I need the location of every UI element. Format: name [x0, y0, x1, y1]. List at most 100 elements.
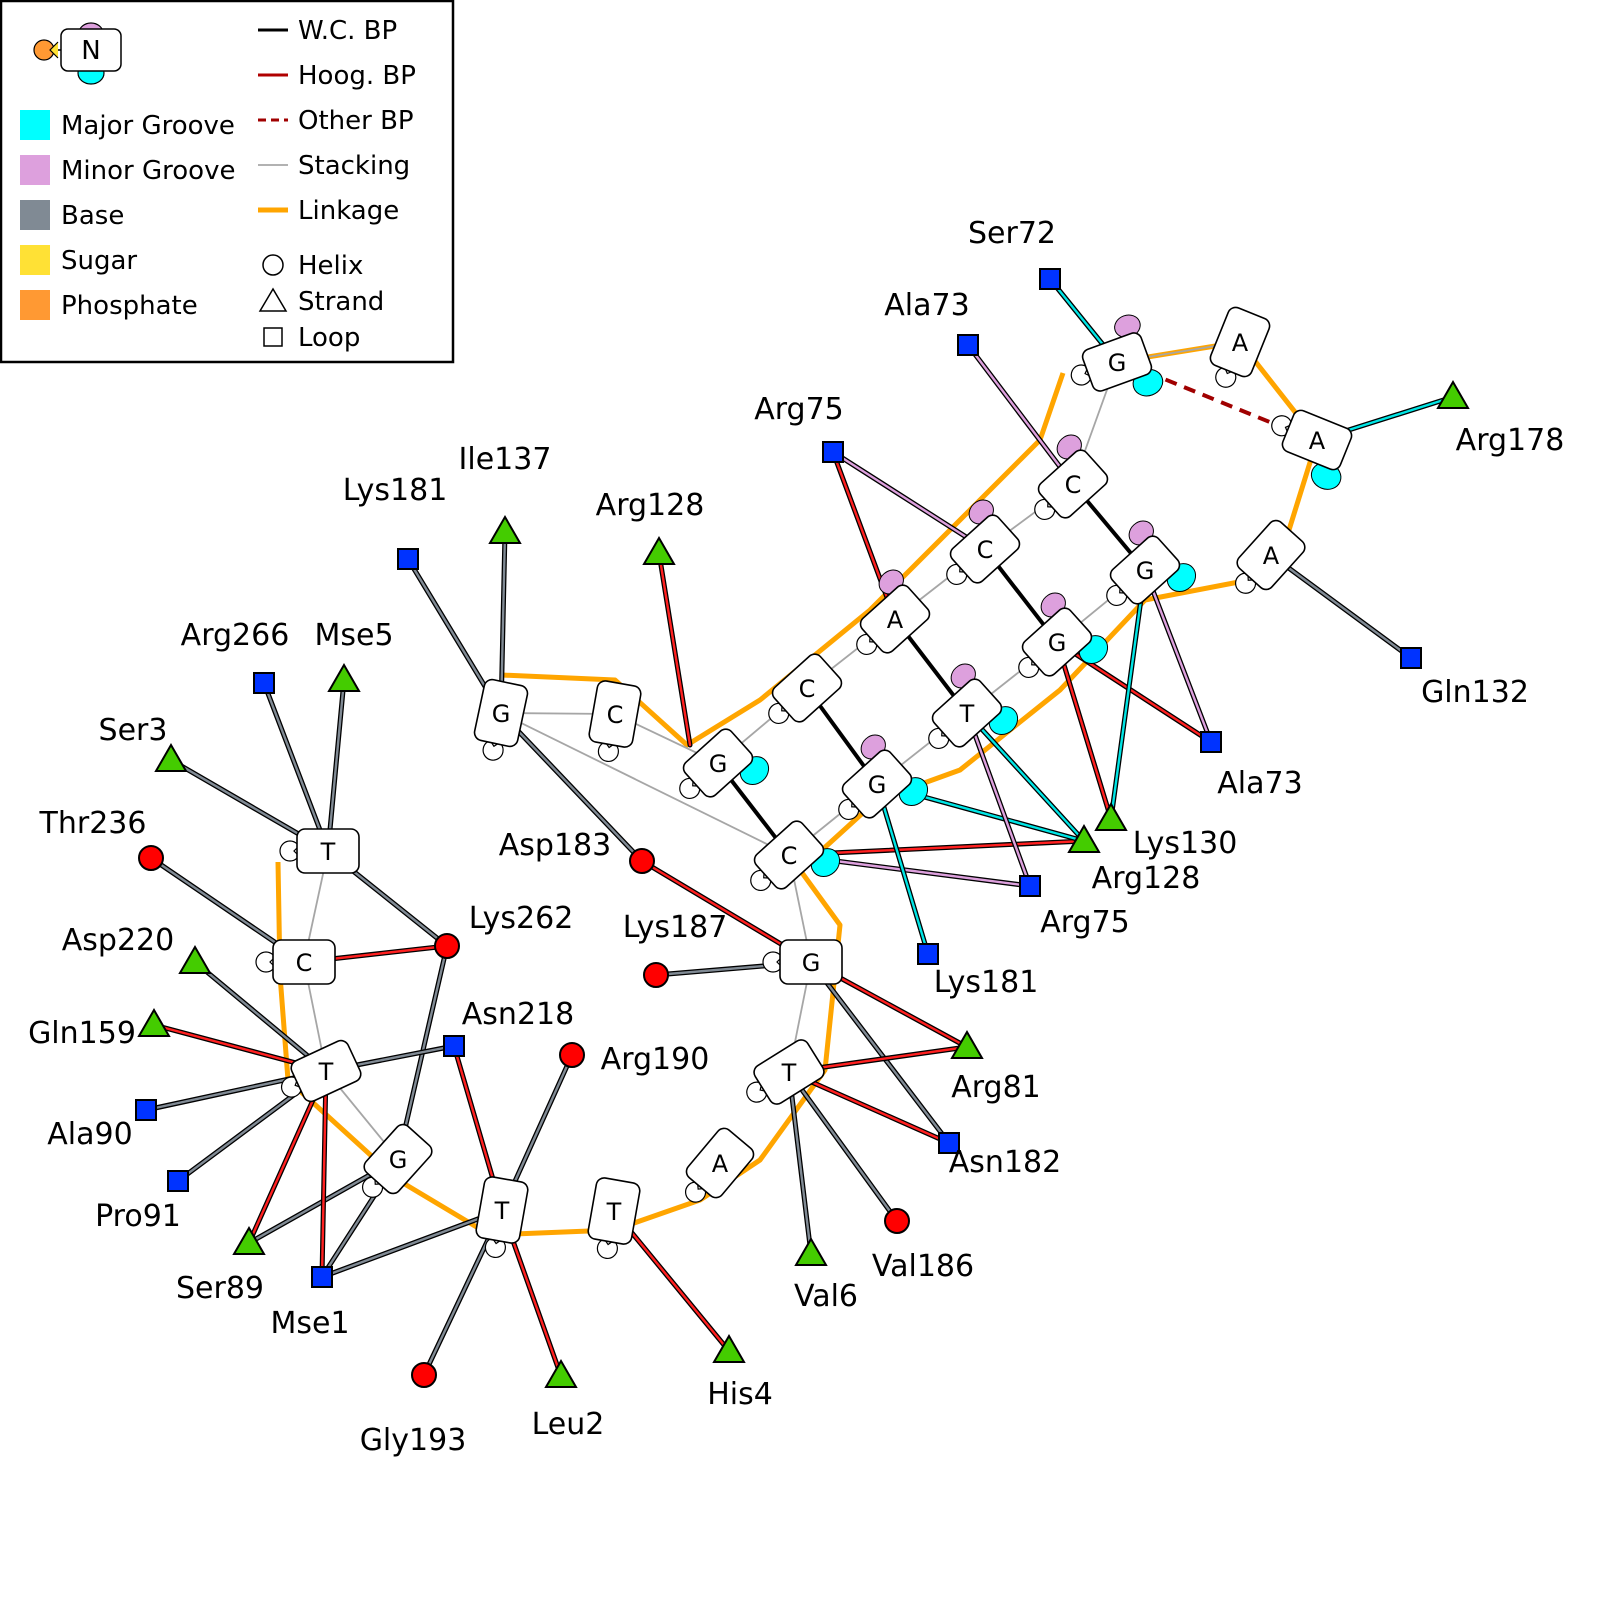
residue-label: Gln159 — [28, 1016, 136, 1051]
base-box — [931, 678, 1003, 748]
legend-strand-shape — [258, 287, 288, 312]
strand-marker — [488, 514, 522, 544]
nucleotide-letter: T — [781, 1059, 797, 1087]
residue-leu2: Leu2 — [532, 1358, 604, 1442]
nucleotide-letter: C — [607, 701, 624, 729]
nucleotide-c: C — [255, 939, 336, 985]
base-box — [949, 514, 1021, 584]
residue-label: Arg81 — [951, 1070, 1041, 1105]
nucleotide-c: C — [946, 499, 1021, 586]
residue-label: Ser72 — [968, 216, 1056, 251]
residue-label: Lys187 — [623, 910, 728, 945]
residue-label: Arg75 — [1040, 905, 1130, 940]
helix-marker — [643, 962, 669, 988]
base-box — [841, 749, 913, 819]
interaction-layer — [143, 276, 1456, 1379]
residue-ala73: Ala73 — [1200, 731, 1303, 801]
residue-label: Ile137 — [459, 442, 552, 477]
residue-label: Arg266 — [181, 618, 290, 653]
base-box — [1236, 519, 1306, 591]
nucleotide-t: T — [280, 1039, 362, 1103]
residue-label: Lys181 — [934, 965, 1039, 1000]
strand-marker — [712, 1333, 746, 1363]
strand-marker — [642, 535, 676, 565]
residue-label: Mse1 — [270, 1306, 349, 1341]
loop-marker — [957, 334, 979, 356]
nucleotide-letter: T — [494, 1197, 510, 1225]
interaction-line — [965, 711, 1032, 888]
residue-label: Ala90 — [47, 1117, 132, 1152]
helix-marker — [434, 933, 460, 959]
residue-lys262: Lys262 — [434, 901, 573, 959]
helix-marker — [411, 1362, 437, 1388]
residue-lys181: Lys181 — [343, 473, 448, 570]
nucleotide-letter: T — [318, 1058, 334, 1086]
helix-marker — [629, 848, 655, 874]
residue-label: His4 — [707, 1377, 773, 1412]
nucleotide-letter: G — [389, 1146, 408, 1174]
loop-marker — [397, 548, 419, 570]
legend-swatch — [20, 155, 50, 185]
base-box — [859, 584, 931, 654]
legend-line-label: Linkage — [298, 196, 399, 226]
residue-label: Lys181 — [343, 473, 448, 508]
interaction-line — [193, 960, 328, 1073]
legend-sugar-chevron — [49, 41, 59, 59]
interaction-line — [787, 1070, 951, 1145]
strand-marker — [232, 1225, 266, 1255]
residue-arg190: Arg190 — [559, 1042, 709, 1077]
nucleotide-letter: T — [320, 838, 336, 866]
base-box — [779, 939, 843, 985]
base-box — [1081, 332, 1153, 392]
residue-thr236: Thr236 — [39, 806, 164, 871]
residue-label: Thr236 — [39, 806, 147, 841]
residue-ile137: Ile137 — [459, 442, 552, 544]
residue-label: Asp220 — [62, 923, 174, 958]
nucleotide-letter: G — [802, 949, 821, 977]
interaction-line — [875, 782, 930, 956]
residue-ser72: Ser72 — [968, 216, 1061, 290]
base-box — [475, 1176, 529, 1244]
nucleotide-letter: C — [781, 842, 798, 870]
other-pair — [1146, 370, 1278, 427]
residue-label: Asn218 — [462, 997, 574, 1032]
nucleotide-t: T — [587, 1177, 641, 1260]
nucleotide-letter: A — [1232, 329, 1249, 357]
residue-lys187: Lys187 — [623, 910, 728, 988]
helix-marker — [138, 845, 164, 871]
loop-marker — [1400, 647, 1422, 669]
residue-mse1: Mse1 — [270, 1266, 350, 1341]
legend-shape-label: Loop — [298, 323, 360, 353]
residue-val6: Val6 — [794, 1236, 858, 1314]
nucleotide-g: G — [762, 939, 843, 985]
loop-marker — [822, 441, 844, 463]
loop-marker — [1019, 875, 1041, 897]
legend-swatch — [20, 245, 50, 275]
base-box — [753, 1039, 825, 1105]
nucleotide-c: C — [750, 820, 841, 892]
nucleotide-letter: C — [1065, 471, 1082, 499]
nucleotide-letter: C — [799, 675, 816, 703]
nucleotide-letter: G — [709, 750, 728, 778]
residue-pro91: Pro91 — [95, 1170, 189, 1234]
residue-arg178: Arg178 — [1436, 379, 1564, 458]
nucleotide-letter: C — [296, 949, 313, 977]
residue-ala73: Ala73 — [884, 288, 979, 356]
legend-color-label: Base — [61, 201, 124, 231]
interaction-line — [326, 678, 346, 853]
residue-lys130: Lys130 — [1094, 801, 1237, 861]
strand-marker — [1436, 379, 1470, 409]
nucleotide-letter: G — [868, 771, 887, 799]
interaction-line — [1269, 553, 1413, 660]
nucleotide-letter: G — [1048, 629, 1067, 657]
legend-swatch — [20, 290, 50, 320]
residue-label: Mse5 — [314, 618, 393, 653]
strand-marker — [950, 1029, 984, 1059]
stacking-line — [500, 712, 790, 856]
nucleotide-a: A — [1209, 306, 1271, 388]
residue-val186: Val186 — [872, 1208, 974, 1284]
